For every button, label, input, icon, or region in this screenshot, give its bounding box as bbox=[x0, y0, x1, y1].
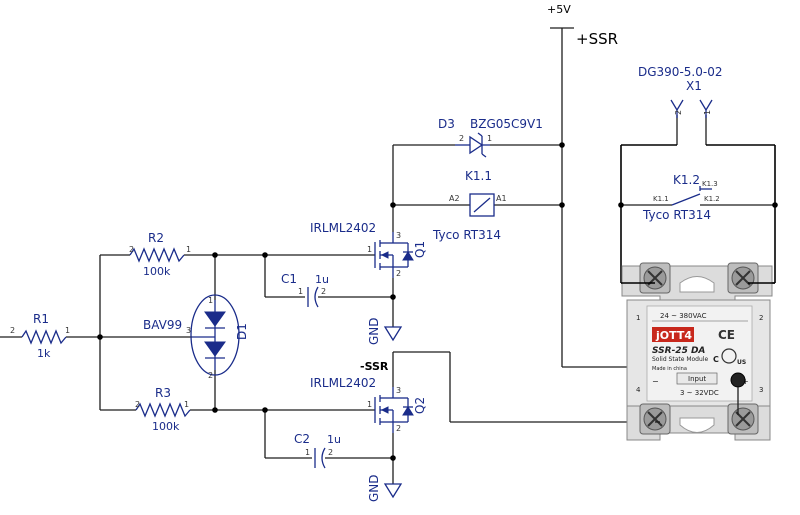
d3-value: BZG05C9V1 bbox=[470, 117, 543, 131]
q2-ref: Q2 bbox=[413, 397, 427, 414]
gnd1-label: GND bbox=[367, 317, 381, 345]
capacitor-c1: C1 1u 1 2 bbox=[281, 272, 329, 308]
k1-contact-ref: K1.2 bbox=[673, 173, 700, 187]
r2-pin-b: 1 bbox=[186, 245, 191, 254]
q2-pin-g: 1 bbox=[367, 400, 372, 409]
q1-value: IRLML2402 bbox=[310, 221, 376, 235]
c2-pin-b: 2 bbox=[328, 448, 333, 457]
ssr-term-4: 4 bbox=[636, 386, 641, 394]
k1-coil-value: Tyco RT314 bbox=[432, 228, 501, 242]
ssr-made-in: Made in china bbox=[652, 366, 687, 372]
r1-value: 1k bbox=[37, 347, 51, 360]
d3-ref: D3 bbox=[438, 117, 455, 131]
ssr-dc-range: 3 ~ 32VDC bbox=[680, 389, 719, 397]
k1-contact-pin-b: K1.2 bbox=[704, 195, 720, 203]
d1-ref: D1 bbox=[235, 323, 249, 340]
r2-pin-a: 2 bbox=[129, 245, 134, 254]
diode-d1: D1 BAV99 1 3 2 bbox=[143, 294, 249, 380]
c1-value: 1u bbox=[315, 273, 329, 286]
ssr-led bbox=[730, 372, 746, 388]
ssr-subtitle: Solid State Module bbox=[652, 356, 708, 363]
ssr-minus: − bbox=[652, 377, 659, 386]
c2-value: 1u bbox=[327, 433, 341, 446]
relay-coil-k1: K1.1 Tyco RT314 A2 A1 bbox=[432, 169, 507, 242]
q2-pin-s: 2 bbox=[396, 424, 401, 433]
k1-coil-ref: K1.1 bbox=[465, 169, 492, 183]
c1-pin-a: 1 bbox=[298, 287, 303, 296]
connector-x1: DG390-5.0-02 X1 2 1 bbox=[638, 65, 722, 118]
k1-contact-pin-a: K1.1 bbox=[653, 195, 669, 203]
resistor-r2: R2 100k 2 1 bbox=[129, 231, 191, 278]
ssr-screw-3 bbox=[727, 403, 759, 435]
x1-pin-a: 2 bbox=[674, 110, 683, 115]
d1-pin-mid: 3 bbox=[186, 326, 191, 335]
zener-d3: D3 BZG05C9V1 2 1 bbox=[438, 117, 543, 158]
q1-pin-s: 2 bbox=[396, 269, 401, 278]
q1-pin-g: 1 bbox=[367, 245, 372, 254]
ssr-term-3: 3 bbox=[759, 386, 763, 394]
k1-coil-pin-a: A2 bbox=[449, 194, 460, 203]
ssr-neg-label: -SSR bbox=[360, 360, 389, 373]
gnd-symbol-1: GND bbox=[367, 317, 403, 345]
c1-pin-b: 2 bbox=[321, 287, 326, 296]
ssr-term-2: 2 bbox=[759, 314, 763, 322]
resistor-r3: R3 100k 2 1 bbox=[135, 386, 191, 433]
q2-pin-d: 3 bbox=[396, 386, 401, 395]
ssr-plus: + bbox=[742, 377, 749, 386]
capacitor-c2: C2 1u 1 2 bbox=[294, 432, 341, 469]
d1-value: BAV99 bbox=[143, 318, 182, 332]
c2-ref: C2 bbox=[294, 432, 310, 446]
gnd-symbol-2: GND bbox=[367, 474, 403, 502]
c1-ref: C1 bbox=[281, 272, 297, 286]
ssr-pos-label: +SSR bbox=[576, 30, 618, 48]
ssr-brand: jOTT4 bbox=[655, 329, 692, 342]
r2-ref: R2 bbox=[148, 231, 164, 245]
gnd2-label: GND bbox=[367, 474, 381, 502]
r3-pin-b: 1 bbox=[184, 400, 189, 409]
vcc-label: +5V bbox=[547, 3, 571, 16]
x1-pin-b: 1 bbox=[703, 110, 712, 115]
k1-coil-pin-b: A1 bbox=[496, 194, 507, 203]
ssr-model: SSR-25 DA bbox=[652, 346, 705, 356]
d3-pin-b: 1 bbox=[487, 134, 492, 143]
ssr-input-label: Input bbox=[688, 375, 706, 383]
r3-value: 100k bbox=[152, 420, 180, 433]
ssr-ce-mark: CE bbox=[718, 328, 735, 342]
junctions bbox=[97, 142, 778, 461]
resistor-r1: R1 1k 2 1 bbox=[10, 312, 70, 360]
ssr-screw-4 bbox=[639, 403, 671, 435]
r2-value: 100k bbox=[143, 265, 171, 278]
r3-ref: R3 bbox=[155, 386, 171, 400]
mosfet-q1: Q1 IRLML2402 3 1 2 bbox=[310, 221, 427, 278]
r3-pin-a: 2 bbox=[135, 400, 140, 409]
ssr-term-1: 1 bbox=[636, 314, 640, 322]
d3-pin-a: 2 bbox=[459, 134, 464, 143]
ssr-brand-badge bbox=[652, 327, 694, 342]
x1-ref: X1 bbox=[686, 79, 702, 93]
r1-ref: R1 bbox=[33, 312, 49, 326]
ssr-ac-range: 24 ~ 380VAC bbox=[660, 312, 707, 320]
c2-pin-a: 1 bbox=[305, 448, 310, 457]
k1-contact-pin-c: K1.3 bbox=[702, 180, 718, 188]
q1-ref: Q1 bbox=[413, 241, 427, 258]
ssr-wire-ends bbox=[621, 282, 775, 423]
vcc-symbol: +5V +SSR bbox=[547, 3, 618, 48]
q1-pin-d: 3 bbox=[396, 231, 401, 240]
mosfet-q2: Q2 IRLML2402 3 1 2 bbox=[310, 376, 427, 433]
k1-contact-value: Tyco RT314 bbox=[642, 208, 711, 222]
relay-contact-k1: K1.2 Tyco RT314 K1.1 K1.2 K1.3 bbox=[642, 173, 720, 222]
ssr-module: 1 2 3 4 24 ~ 380VAC jOTT4 CE SSR-25 DA S… bbox=[621, 262, 773, 441]
d1-pin-bot: 2 bbox=[208, 371, 213, 380]
x1-value: DG390-5.0-02 bbox=[638, 65, 722, 79]
ssr-c-mark: C bbox=[713, 355, 719, 364]
ssr-screw-1 bbox=[639, 262, 671, 294]
r1-pin-b: 1 bbox=[65, 326, 70, 335]
ssr-screw-2 bbox=[727, 262, 759, 294]
ssr-ul-mark: US bbox=[737, 359, 746, 366]
r1-pin-a: 2 bbox=[10, 326, 15, 335]
d1-pin-top: 1 bbox=[208, 296, 213, 305]
q2-value: IRLML2402 bbox=[310, 376, 376, 390]
